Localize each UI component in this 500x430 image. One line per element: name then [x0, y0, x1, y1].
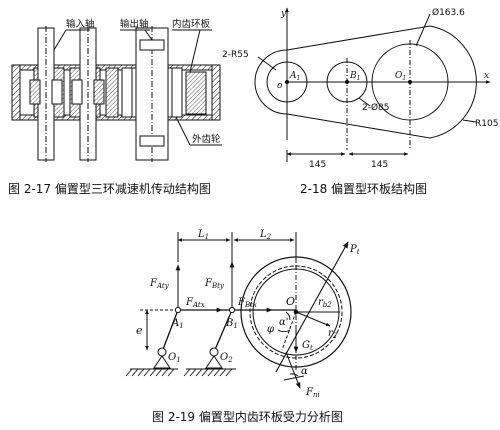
fig17-drawing: [11, 26, 222, 162]
fig19-label-r2: r2: [328, 328, 338, 340]
fig19-label-L1: L1: [197, 229, 209, 241]
fig19-label-e: e: [136, 324, 143, 337]
fig17-output-shaft: [135, 26, 169, 162]
fig19-label-FBtx: FBtx: [237, 297, 257, 309]
fig18-hole-a1: [266, 61, 308, 103]
fig19-label-FAty: FAty: [149, 278, 170, 290]
fig17-label-ring-plate: 内齿环板: [172, 18, 211, 30]
fig17-right-wall: [211, 64, 221, 121]
fig18-label-d1636: Ø163.6: [432, 7, 465, 18]
fig18-label-r55: 2-R55: [222, 50, 249, 60]
fig18-label-r105: R105: [475, 119, 498, 129]
fig19-label-rb2: rb2: [318, 297, 332, 309]
fig19-label-O1: O1: [168, 352, 181, 364]
fig18-label-a1: A1: [289, 71, 300, 82]
fig19-label-Fni: Fni: [305, 387, 320, 399]
fig19-label-FAtx: FAtx: [185, 297, 205, 309]
fig18-dim-145-right: 145: [371, 160, 388, 170]
fig18-y-label: y: [280, 9, 287, 19]
fig18-drawing: [254, 7, 491, 162]
fig17-label-output-shaft: 输出轴: [120, 18, 149, 30]
fig19-label-phi: φ: [267, 324, 274, 335]
fig19-label-alpha-prime: α': [279, 317, 289, 328]
fig19-label-FBty: FBty: [204, 278, 225, 290]
fig17-left-wall: [11, 64, 21, 121]
fig18-x-label: x: [484, 71, 489, 81]
fig19-label-alpha: α: [301, 366, 308, 377]
fig18-caption: 2-18 偏置型环板结构图: [300, 182, 428, 196]
fig18-dim-145-left: 145: [309, 160, 326, 170]
fig19-label-Pt: Pt: [349, 244, 360, 256]
fig18-label-o1: O1: [395, 71, 406, 82]
fig19-label-A1: A1: [171, 318, 184, 330]
fig19-label-O: O: [286, 295, 295, 308]
fig19-drawing: [125, 232, 352, 389]
fig17-label-external-gear: 外齿轮: [192, 133, 221, 145]
fig17-input-shaft-middle: [79, 26, 97, 162]
fig18-label-origin: o: [277, 81, 283, 91]
fig18-label-b1: B1: [349, 71, 360, 82]
fig19-label-Gt: Gt: [302, 340, 313, 352]
fig19-label-O2: O2: [220, 352, 233, 364]
fig19-label-L2: L2: [259, 229, 272, 241]
fig17-caption: 图 2-17 偏置型三环减速机传动结构图: [8, 182, 211, 196]
fig17-label-input-shaft: 输入轴: [66, 18, 95, 30]
fig19-label-B1: B1: [225, 318, 238, 330]
fig17-eccentrics: [29, 79, 105, 105]
fig19-caption: 图 2-19 偏置型内齿环板受力分析图: [152, 410, 343, 424]
fig18-plate-outline: [254, 25, 477, 139]
fig18-label-d85: 2-Ø85: [362, 102, 390, 113]
